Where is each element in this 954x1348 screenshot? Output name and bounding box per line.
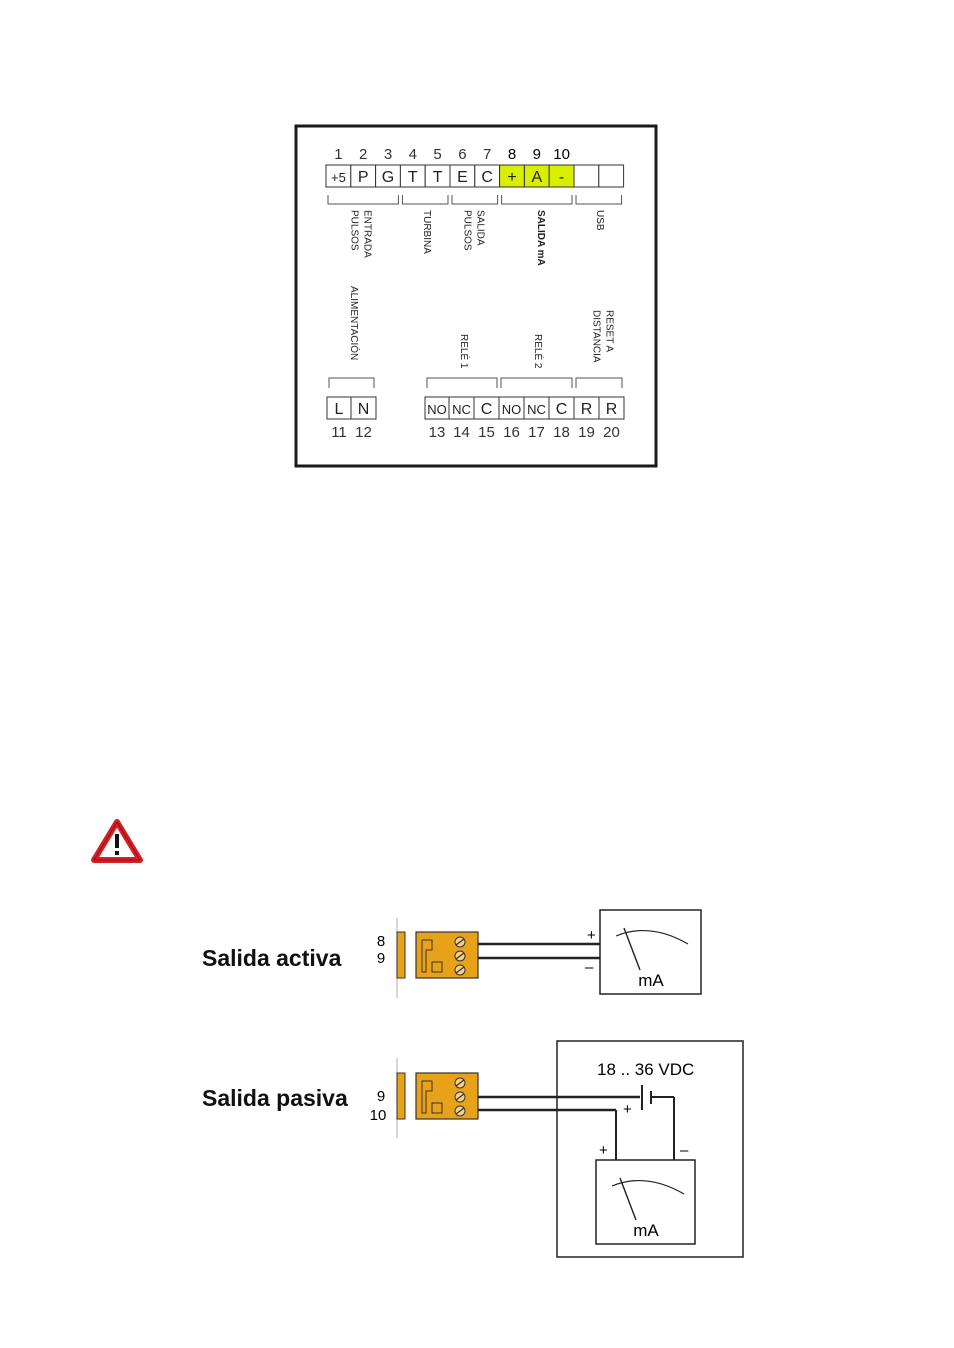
terminal-number-bottom: 11 (331, 424, 347, 441)
group-label-bottom: DISTANCIA (591, 310, 602, 363)
group-label-top: ENTRADA (362, 210, 373, 258)
terminal-label-top: G (382, 169, 394, 186)
terminal-label-top: T (433, 169, 443, 186)
passive-enclosure (556, 1040, 744, 1258)
terminal-number-bottom: 20 (603, 424, 620, 441)
terminal-number-bottom: 18 (553, 424, 570, 441)
group-label-top: PULSOS (462, 210, 473, 251)
group-bracket-top (575, 195, 623, 205)
group-label-top: SALIDA (475, 210, 486, 246)
active-output-diagram: Salida activa 8 9 + – mA (202, 909, 702, 998)
terminal-number-top: 4 (409, 146, 417, 163)
passive-output-diagram: Salida pasiva 9 10 18 .. 36 VDC + (202, 1040, 744, 1258)
group-label-top: USB (594, 210, 605, 231)
active-terminal-9: 9 (377, 950, 385, 967)
terminal-label-bottom: NC (527, 402, 546, 417)
group-label-top: TURBINA (421, 210, 432, 254)
terminal-label-bottom: C (481, 401, 493, 418)
terminal-label-top: + (507, 169, 516, 186)
top-group-brackets (327, 195, 623, 205)
meter-minus-label: – (680, 1142, 689, 1159)
group-bracket-bottom (328, 377, 375, 388)
terminal-label-top: +5 (331, 170, 346, 185)
terminal-label-bottom: NC (452, 402, 471, 417)
active-ammeter: mA (599, 909, 702, 995)
active-terminal-8: 8 (377, 933, 385, 950)
terminal-label-top: A (531, 169, 542, 186)
active-minus-label: – (585, 959, 594, 976)
terminal-number-bottom: 19 (578, 424, 595, 441)
terminal-number-bottom: 16 (503, 424, 520, 441)
terminal-cell-bottom (598, 396, 625, 420)
active-meter-label: mA (638, 971, 664, 990)
terminal-label-bottom: C (556, 401, 568, 418)
terminal-cell-bottom (350, 396, 377, 420)
group-label-top: PULSOS (349, 210, 360, 251)
group-label-bottom: RELÉ 2 (532, 334, 545, 369)
terminal-number-bottom: 13 (429, 424, 446, 441)
passive-terminal-10: 10 (370, 1107, 387, 1124)
terminal-label-bottom: R (581, 401, 593, 418)
terminal-cell-top (598, 164, 625, 188)
terminal-label-top: P (358, 169, 369, 186)
terminal-number-top: 2 (359, 146, 367, 163)
terminal-number-top: 10 (553, 146, 570, 163)
terminal-number-bottom: 17 (528, 424, 545, 441)
terminal-number-bottom: 12 (355, 424, 372, 441)
terminal-number-top: 6 (458, 146, 466, 163)
terminal-number-top: 7 (483, 146, 491, 163)
terminal-number-top: 5 (433, 146, 441, 163)
terminal-number-bottom: 15 (478, 424, 495, 441)
bottom-group-brackets (328, 377, 623, 388)
terminal-number-top: 8 (508, 146, 516, 163)
terminal-label-top: C (481, 169, 493, 186)
battery-plus-label: + (623, 1101, 632, 1118)
passive-connector (396, 1072, 479, 1120)
terminal-number-top: 1 (334, 146, 342, 163)
passive-output-title: Salida pasiva (202, 1085, 348, 1111)
terminal-label-top: E (457, 169, 468, 186)
terminal-label-bottom: N (358, 401, 370, 418)
group-bracket-top (501, 195, 573, 205)
bottom-terminal-row: L 11 N 12 NO 13 NC 14 C 15 NO 16 NC 17 C 18 R 19 R 20 (326, 396, 625, 441)
active-output-title: Salida activa (202, 945, 342, 971)
passive-ammeter: mA (595, 1159, 696, 1245)
terminal-label-bottom: NO (502, 402, 522, 417)
group-bracket-top (401, 195, 449, 205)
group-bracket-bottom (500, 377, 573, 388)
active-connector (396, 931, 479, 979)
terminal-label-bottom: R (606, 401, 618, 418)
supply-voltage-label: 18 .. 36 VDC (597, 1060, 694, 1079)
group-label-bottom: ALIMENTACIÓN (348, 286, 361, 360)
meter-plus-label: + (599, 1142, 608, 1159)
group-label-top: SALIDA mA (535, 210, 546, 266)
active-plus-label: + (587, 927, 596, 944)
terminal-number-top: 3 (384, 146, 392, 163)
group-bracket-bottom (575, 377, 623, 388)
battery-symbol (641, 1085, 652, 1110)
group-bracket-top (451, 195, 499, 205)
terminal-label-top: - (559, 169, 564, 186)
passive-meter-label: mA (633, 1221, 659, 1240)
warning-icon (91, 819, 143, 863)
group-bracket-top (327, 195, 399, 205)
group-label-bottom: RELÉ 1 (458, 334, 471, 369)
terminal-number-bottom: 14 (453, 424, 470, 441)
group-label-bottom: RESET A (604, 310, 615, 352)
terminal-label-bottom: NO (427, 402, 447, 417)
terminal-label-bottom: L (335, 401, 344, 418)
terminal-number-top: 9 (533, 146, 541, 163)
group-bracket-bottom (426, 377, 498, 388)
passive-terminal-9: 9 (377, 1088, 385, 1105)
terminal-label-top: T (408, 169, 418, 186)
